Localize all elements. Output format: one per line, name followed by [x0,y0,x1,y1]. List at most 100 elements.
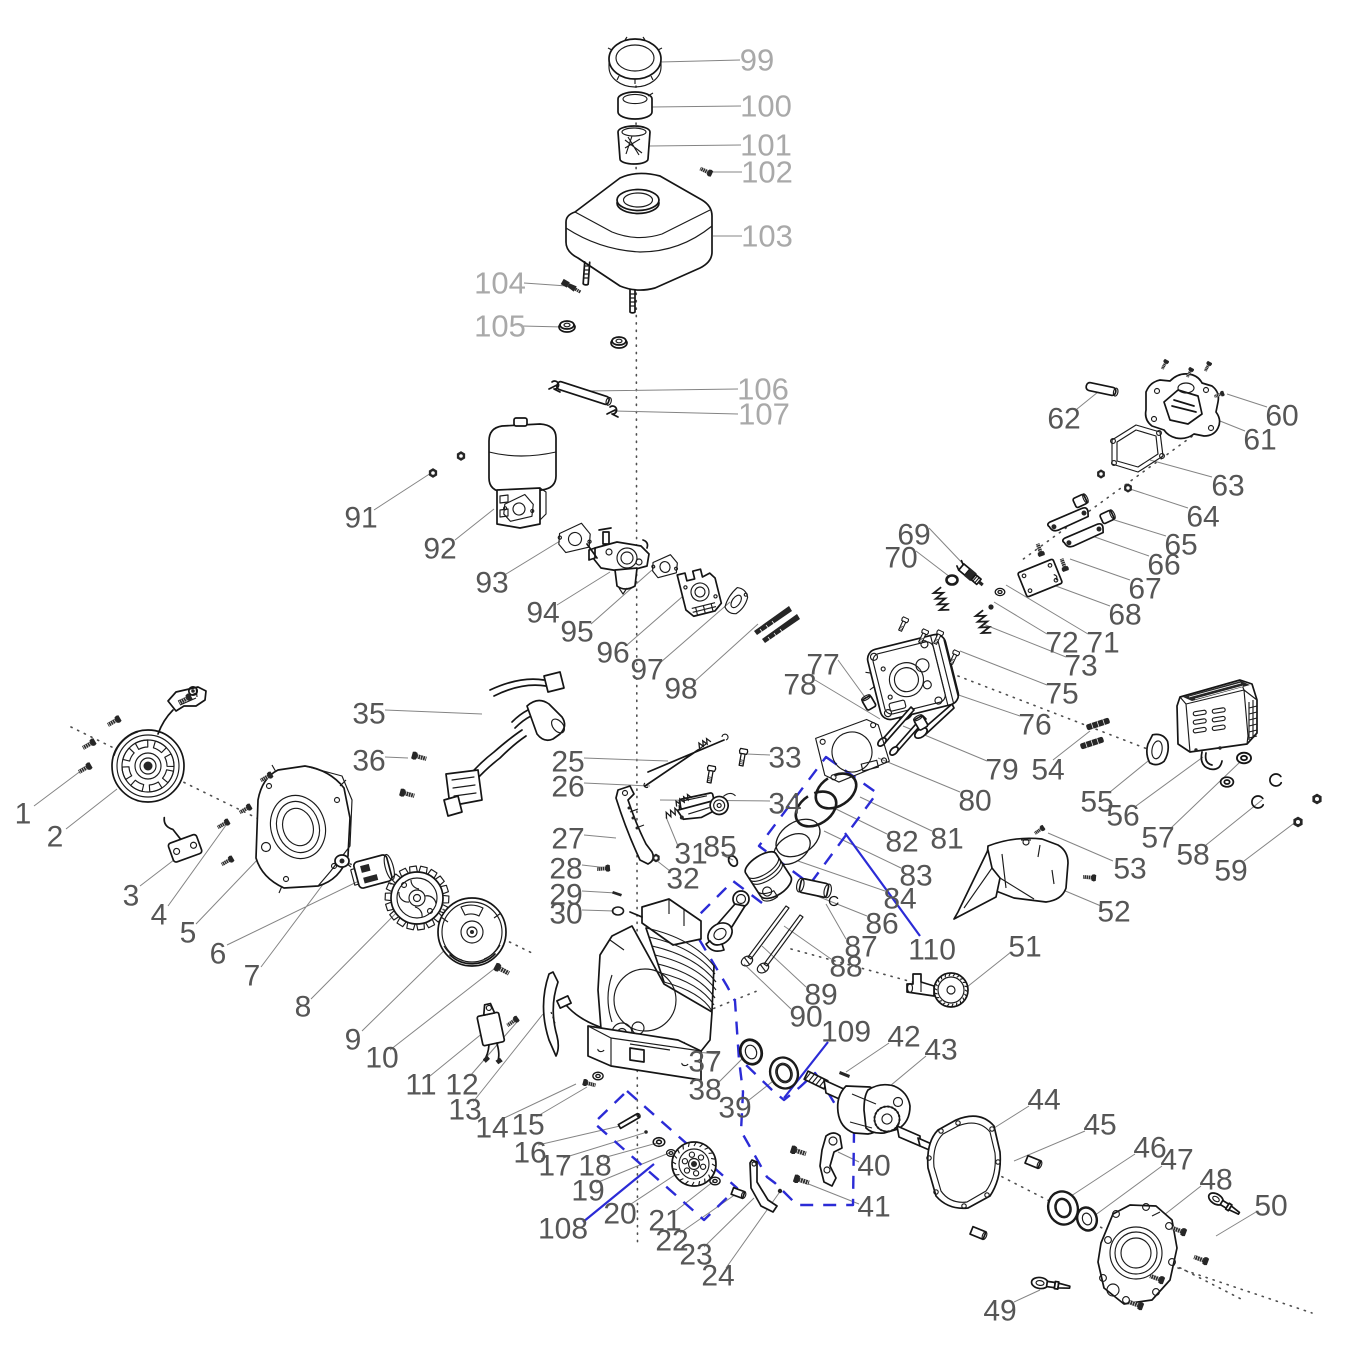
svg-text:43: 43 [924,1034,957,1067]
svg-text:5: 5 [180,917,197,950]
svg-text:67: 67 [1128,573,1161,606]
svg-text:16: 16 [513,1137,546,1170]
svg-text:4: 4 [151,899,168,932]
svg-text:73: 73 [1064,650,1097,683]
svg-text:19: 19 [571,1175,604,1208]
svg-text:80: 80 [958,785,991,818]
svg-text:108: 108 [538,1213,588,1246]
svg-text:106: 106 [737,372,789,407]
svg-text:30: 30 [549,898,582,931]
svg-text:2: 2 [47,821,64,854]
svg-text:110: 110 [908,934,956,967]
svg-text:83: 83 [899,860,932,893]
svg-text:32: 32 [666,863,699,896]
svg-text:60: 60 [1265,400,1298,433]
svg-text:47: 47 [1160,1144,1193,1177]
svg-text:40: 40 [857,1150,890,1183]
svg-text:56: 56 [1106,800,1139,833]
svg-text:92: 92 [423,533,456,566]
svg-text:27: 27 [551,823,584,856]
svg-text:9: 9 [345,1024,362,1057]
svg-text:23: 23 [679,1239,712,1272]
svg-text:58: 58 [1176,839,1209,872]
svg-text:78: 78 [783,669,816,702]
svg-text:75: 75 [1045,678,1078,711]
svg-text:109: 109 [821,1016,871,1049]
svg-text:17: 17 [538,1150,571,1183]
svg-text:90: 90 [789,1001,822,1034]
svg-text:49: 49 [983,1295,1016,1328]
svg-text:48: 48 [1199,1164,1232,1197]
svg-text:96: 96 [596,637,629,670]
svg-text:100: 100 [740,89,792,124]
svg-text:7: 7 [244,960,261,993]
svg-text:38: 38 [688,1074,721,1107]
svg-text:52: 52 [1097,896,1130,929]
svg-text:63: 63 [1211,470,1244,503]
svg-text:53: 53 [1113,853,1146,886]
svg-text:77: 77 [806,649,839,682]
svg-text:50: 50 [1254,1190,1287,1223]
svg-text:69: 69 [897,519,930,552]
svg-text:39: 39 [718,1092,751,1125]
svg-text:86: 86 [865,908,898,941]
svg-text:71: 71 [1086,627,1119,660]
svg-text:41: 41 [857,1191,890,1224]
svg-text:70: 70 [884,542,917,575]
svg-text:29: 29 [549,879,582,912]
svg-text:88: 88 [829,951,862,984]
svg-text:33: 33 [768,742,801,775]
svg-text:15: 15 [511,1109,544,1142]
svg-text:6: 6 [210,938,227,971]
svg-text:13: 13 [448,1094,481,1127]
svg-text:1: 1 [15,798,32,831]
svg-text:3: 3 [123,880,140,913]
svg-text:89: 89 [804,979,837,1012]
svg-text:24: 24 [701,1260,734,1293]
svg-text:14: 14 [475,1112,508,1145]
svg-text:59: 59 [1214,855,1247,888]
svg-text:45: 45 [1083,1109,1116,1142]
svg-text:54: 54 [1031,754,1064,787]
svg-text:22: 22 [655,1225,688,1258]
svg-text:81: 81 [930,823,963,856]
svg-text:104: 104 [474,266,526,301]
svg-text:36: 36 [352,745,385,778]
svg-text:97: 97 [630,654,663,687]
svg-text:98: 98 [664,673,697,706]
svg-text:105: 105 [474,309,526,344]
svg-text:42: 42 [887,1021,920,1054]
svg-text:21: 21 [648,1205,681,1238]
svg-text:99: 99 [740,43,774,78]
svg-text:35: 35 [352,698,385,731]
svg-text:103: 103 [741,219,793,254]
svg-text:8: 8 [295,991,312,1024]
svg-text:51: 51 [1008,931,1041,964]
svg-text:65: 65 [1164,529,1197,562]
svg-text:102: 102 [741,155,793,190]
svg-text:20: 20 [603,1198,636,1231]
svg-text:57: 57 [1141,822,1174,855]
svg-text:18: 18 [578,1150,611,1183]
svg-text:34: 34 [768,788,801,821]
svg-text:87: 87 [844,931,877,964]
svg-text:76: 76 [1018,709,1051,742]
svg-text:82: 82 [885,826,918,859]
svg-text:91: 91 [344,502,377,535]
svg-text:31: 31 [674,838,707,871]
svg-text:12: 12 [445,1069,478,1102]
svg-text:101: 101 [740,128,792,163]
svg-text:25: 25 [551,746,584,779]
svg-text:107: 107 [738,397,790,432]
svg-text:10: 10 [365,1042,398,1075]
svg-text:26: 26 [551,771,584,804]
svg-text:28: 28 [549,853,582,886]
svg-text:55: 55 [1080,786,1113,819]
svg-text:37: 37 [688,1046,721,1079]
svg-text:68: 68 [1108,599,1141,632]
svg-text:64: 64 [1186,501,1219,534]
svg-text:94: 94 [526,597,559,630]
svg-text:93: 93 [475,567,508,600]
svg-text:95: 95 [560,616,593,649]
svg-text:62: 62 [1047,403,1080,436]
